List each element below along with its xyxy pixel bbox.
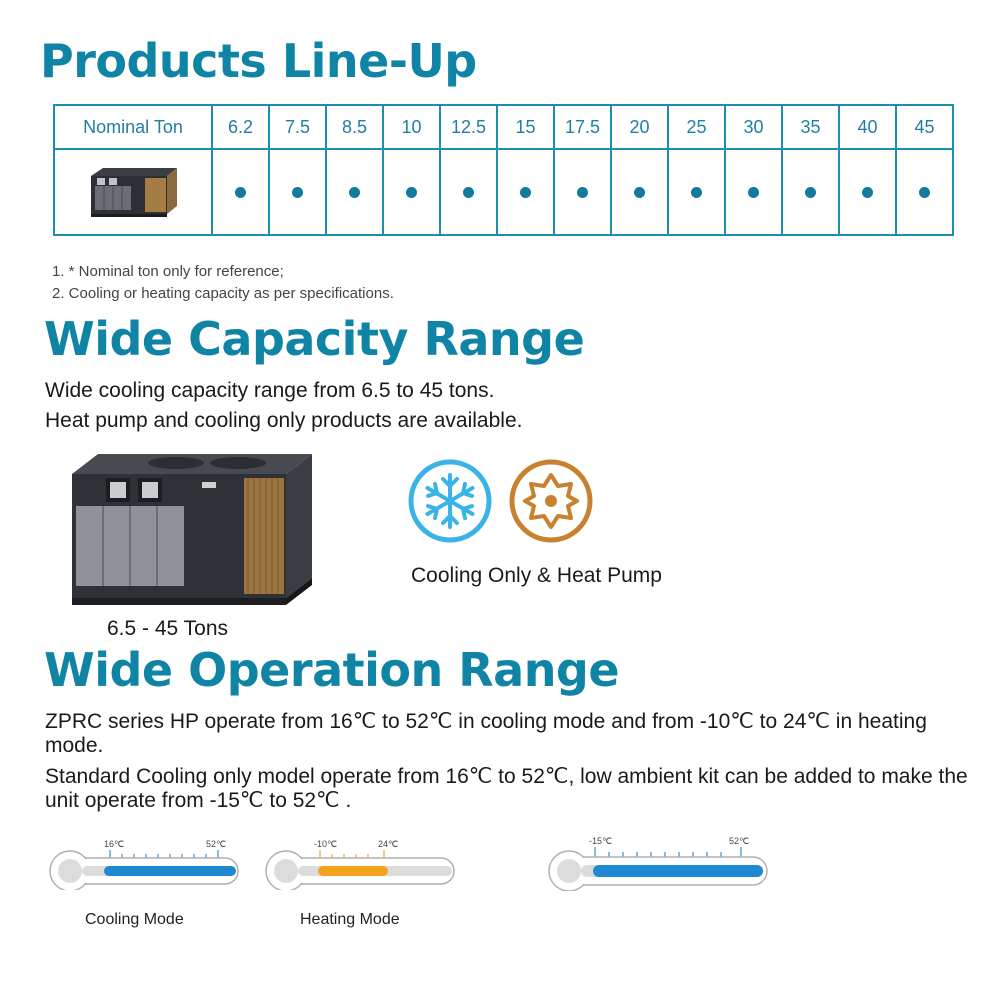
availability-dot-cell <box>838 148 897 236</box>
cooling-mode-label: Cooling Mode <box>85 911 184 928</box>
ton-header: 12.5 <box>439 104 498 150</box>
availability-dot <box>235 186 246 198</box>
thermo-min-label: -15℃ <box>589 836 612 846</box>
operation-paragraph: ZPRC series HP operate from 16℃ to 52℃ i… <box>45 710 927 757</box>
availability-dot <box>577 186 588 198</box>
thermo-min-label: -10℃ <box>314 839 337 849</box>
availability-dot-cell <box>781 148 840 236</box>
thermo-min-label: 16℃ <box>104 839 124 849</box>
ton-header: 35 <box>781 104 840 150</box>
availability-dot-cell <box>268 148 327 236</box>
availability-dot-cell <box>211 148 270 236</box>
ton-header: 30 <box>724 104 783 150</box>
table-availability-row <box>53 148 954 236</box>
nominal-ton-label: Nominal Ton <box>53 104 213 150</box>
availability-dot-cell <box>496 148 555 236</box>
footnote: 2. Cooling or heating capacity as per sp… <box>52 285 394 302</box>
ton-header: 6.2 <box>211 104 270 150</box>
footnotes: 1. * Nominal ton only for reference; 2. … <box>52 261 394 305</box>
heating-mode-label: Heating Mode <box>300 911 400 928</box>
rooftop-unit-image <box>72 454 312 605</box>
availability-dot-cell <box>667 148 726 236</box>
thermo-max-label: 52℃ <box>729 836 749 846</box>
availability-dot <box>862 186 873 198</box>
availability-dot-cell <box>553 148 612 236</box>
tons-label: 6.5 - 45 Tons <box>107 617 229 640</box>
ton-header: 8.5 <box>325 104 384 150</box>
lineup-table: Nominal Ton 6.2 7.5 8.5 10 12.5 15 17.5 … <box>53 104 954 236</box>
capacity-title: Wide Capacity Range <box>44 312 585 366</box>
operation-title: Wide Operation Range <box>44 643 620 697</box>
cooling-thermometer: 16℃ 52℃ <box>49 839 239 890</box>
capacity-text-line: Wide cooling capacity range from 6.5 to … <box>45 379 495 402</box>
availability-dot <box>520 186 531 198</box>
ton-header: 45 <box>895 104 954 150</box>
low-ambient-thermometer: -15℃ 52℃ <box>548 836 768 891</box>
availability-dot <box>463 186 474 198</box>
availability-dot <box>919 186 930 198</box>
thermo-max-label: 24℃ <box>378 839 398 849</box>
footnote: 1. * Nominal ton only for reference; <box>52 263 284 280</box>
ton-header: 7.5 <box>268 104 327 150</box>
table-header-row: Nominal Ton 6.2 7.5 8.5 10 12.5 15 17.5 … <box>53 104 954 150</box>
snowflake-icon <box>408 459 492 543</box>
ton-header: 20 <box>610 104 669 150</box>
availability-dot-cell <box>325 148 384 236</box>
availability-dot-cell <box>895 148 954 236</box>
availability-dot <box>292 186 303 198</box>
ton-header: 15 <box>496 104 555 150</box>
operation-paragraph: Standard Cooling only model operate from… <box>45 765 968 812</box>
availability-dot <box>805 186 816 198</box>
ton-header: 40 <box>838 104 897 150</box>
heating-thermometer: -10℃ 24℃ <box>265 839 455 890</box>
thermo-max-label: 52℃ <box>206 839 226 849</box>
ton-header: 10 <box>382 104 441 150</box>
availability-dot <box>349 186 360 198</box>
availability-dot-cell <box>382 148 441 236</box>
availability-dot <box>634 186 645 198</box>
availability-dot-cell <box>610 148 669 236</box>
mode-icons-caption: Cooling Only & Heat Pump <box>411 564 662 587</box>
availability-dot <box>406 186 417 198</box>
capacity-text-line: Heat pump and cooling only products are … <box>45 409 523 432</box>
ton-header: 17.5 <box>553 104 612 150</box>
lineup-title: Products Line-Up <box>40 34 477 88</box>
ton-header: 25 <box>667 104 726 150</box>
sun-icon <box>509 459 593 543</box>
availability-dot <box>691 186 702 198</box>
availability-dot-cell <box>439 148 498 236</box>
rooftop-unit-thumbnail <box>91 168 177 217</box>
availability-dot <box>748 186 759 198</box>
availability-dot-cell <box>724 148 783 236</box>
product-thumbnail-cell <box>53 148 213 236</box>
